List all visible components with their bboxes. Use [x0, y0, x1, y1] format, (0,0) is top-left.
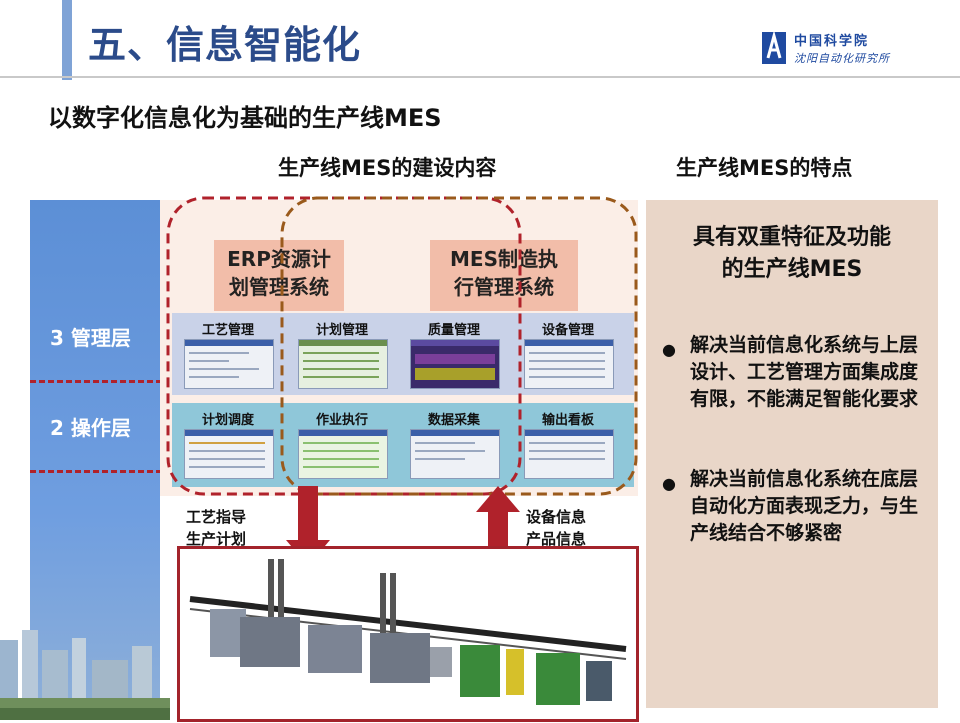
logo-text-line2: 沈阳自动化研究所 [794, 52, 890, 65]
institute-logo-mark-icon [762, 30, 786, 64]
module-data-collection: 数据采集 [402, 407, 506, 481]
erp-system-box: ERP资源计 划管理系统 [214, 240, 344, 311]
module-job-execution: 作业执行 [290, 407, 394, 481]
bullet-dot-icon: ● [662, 340, 676, 359]
mes-system-box: MES制造执 行管理系统 [430, 240, 578, 311]
module-screenshot [410, 429, 500, 479]
flow-label-line: 产品信息 [526, 530, 587, 548]
layer-divider-dashed [30, 470, 180, 473]
slide-title: 五、信息智能化 [88, 23, 362, 67]
feature-bullet: ● 解决当前信息化系统与上层设计、工艺管理方面集成度有限，不能满足智能化要求 [662, 332, 922, 413]
module-label: 设备管理 [541, 323, 594, 338]
features-title-line2: 的生产线MES [721, 257, 863, 282]
upward-flow-label: 设备信息 产品信息 [526, 506, 586, 550]
module-screenshot [524, 339, 614, 389]
production-line-image [177, 546, 639, 722]
erp-line1: ERP资源计 [227, 247, 331, 271]
header-divider [0, 76, 960, 78]
module-screenshot [298, 339, 388, 389]
layer-divider-dashed [30, 380, 180, 383]
layer-label-management: 3 管理层 [50, 326, 131, 350]
title-accent-bar [62, 0, 72, 80]
module-label: 质量管理 [427, 323, 480, 338]
features-title: 具有双重特征及功能 的生产线MES [660, 222, 924, 286]
slide-subtitle: 以数字化信息化为基础的生产线MES [48, 104, 442, 132]
logo-text-line1: 中国科学院 [794, 34, 870, 49]
institute-logo: 中国科学院 沈阳自动化研究所 [760, 28, 940, 72]
mes-line1: MES制造执 [450, 247, 558, 271]
module-screenshot [298, 429, 388, 479]
module-screenshot [184, 429, 274, 479]
module-screenshot [410, 339, 500, 389]
module-quality-management: 质量管理 [402, 317, 506, 391]
module-label: 输出看板 [541, 413, 594, 428]
features-panel [646, 200, 938, 708]
layer-column [30, 200, 160, 720]
features-heading: 生产线MES的特点 [676, 156, 853, 180]
city-skyline-image [0, 630, 170, 720]
module-plan-scheduling: 计划调度 [176, 407, 280, 481]
module-plan-management: 计划管理 [290, 317, 394, 391]
management-module-row: 工艺管理 计划管理 质量管理 设备管理 [172, 313, 634, 395]
module-screenshot [184, 339, 274, 389]
module-label: 计划管理 [315, 323, 368, 338]
module-screenshot [524, 429, 614, 479]
content-heading: 生产线MES的建设内容 [278, 156, 497, 180]
mes-line2: 行管理系统 [454, 275, 554, 299]
flow-label-line: 工艺指导 [186, 508, 247, 526]
module-process-management: 工艺管理 [176, 317, 280, 391]
module-label: 作业执行 [315, 413, 368, 428]
feature-bullet: ● 解决当前信息化系统在底层自动化方面表现乏力，与生产线结合不够紧密 [662, 466, 922, 547]
features-title-line1: 具有双重特征及功能 [692, 225, 891, 250]
module-label: 数据采集 [427, 413, 480, 428]
flow-label-line: 生产计划 [186, 530, 247, 548]
feature-bullet-text: 解决当前信息化系统在底层自动化方面表现乏力，与生产线结合不够紧密 [690, 468, 919, 544]
module-output-kanban: 输出看板 [516, 407, 620, 481]
module-equipment-management: 设备管理 [516, 317, 620, 391]
module-label: 工艺管理 [201, 323, 254, 338]
layer-label-operation: 2 操作层 [50, 416, 131, 440]
bullet-dot-icon: ● [662, 474, 676, 493]
feature-bullet-text: 解决当前信息化系统与上层设计、工艺管理方面集成度有限，不能满足智能化要求 [690, 334, 919, 410]
operation-module-row: 计划调度 作业执行 数据采集 输出看板 [172, 403, 634, 487]
production-line-drawing [189, 559, 627, 705]
module-label: 计划调度 [201, 413, 254, 428]
downward-flow-label: 工艺指导 生产计划 [186, 506, 246, 550]
erp-line2: 划管理系统 [229, 275, 329, 299]
flow-label-line: 设备信息 [526, 508, 587, 526]
